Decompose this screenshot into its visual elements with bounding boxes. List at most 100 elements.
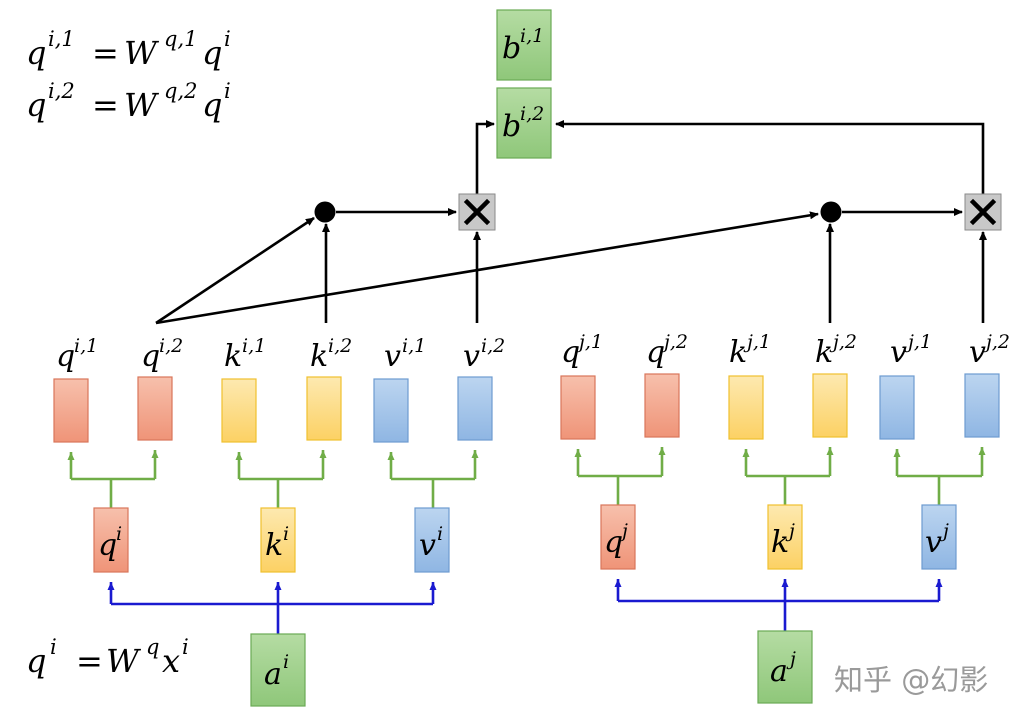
watermark: 知乎 @幻影	[834, 663, 988, 697]
label-vj-base: v	[925, 525, 942, 560]
dot-product-node-left	[314, 201, 336, 223]
label-ki2-sup: i,2	[328, 335, 352, 357]
label-ki2-base: k	[310, 339, 328, 374]
right-group: q j,1 q j,2 k j,1 k j,2 v j,1 v j,2	[560, 331, 1010, 704]
label-qi2-sup: i,2	[159, 335, 183, 357]
box-qi	[93, 507, 129, 573]
input-aj-base: a	[770, 654, 788, 689]
eq1-lhs: q	[26, 34, 46, 72]
label-qj2-base: q	[646, 335, 665, 370]
label-qi1-base: q	[56, 339, 75, 374]
equation-qi2: q i,2 = W q,2 q i	[26, 79, 231, 124]
left-head-labels: q i,1 q i,2 k i,1 k i,2 v i,1 v i,2	[56, 335, 505, 374]
box-ki	[260, 507, 296, 573]
eq1-equals: =	[92, 34, 119, 72]
left-blue-connectors	[107, 582, 437, 634]
label-qj2-sup: j,2	[660, 331, 688, 353]
eq3-w-sup: q	[146, 635, 159, 659]
label-qj-sup: j	[618, 520, 628, 542]
eq1-w-sup: q,1	[164, 27, 197, 51]
label-kj-sup: j	[785, 520, 795, 542]
box-qj2	[644, 373, 680, 438]
label-kj1-sup: j,1	[743, 331, 771, 353]
output-b-i2-base: b	[502, 109, 521, 144]
multiply-node-right	[964, 193, 1002, 231]
box-ki2	[306, 376, 342, 441]
label-vj-sup: j	[939, 520, 949, 542]
eq2-equals: =	[92, 86, 119, 124]
dot-product-node-right	[820, 201, 842, 223]
label-vj2-sup: j,2	[982, 331, 1010, 353]
label-ki-base: k	[265, 528, 283, 563]
label-vi2-base: v	[463, 339, 480, 374]
left-group: q i,1 q i,2 k i,1 k i,2 v i,1 v i,2	[53, 335, 505, 707]
label-vi1-sup: i,1	[402, 335, 426, 357]
box-vj	[921, 504, 957, 570]
box-ki1	[221, 378, 257, 443]
eq2-q-sup: i	[224, 79, 231, 103]
arrow-mult-left-to-bi2	[475, 120, 495, 194]
label-kj2-sup: j,2	[829, 331, 857, 353]
label-ki-sup: i	[283, 523, 289, 545]
box-kj2	[812, 373, 848, 438]
box-kj	[767, 504, 803, 570]
input-ai-sup: i	[283, 651, 289, 673]
box-vi2	[457, 376, 493, 441]
label-vi2-sup: i,2	[481, 335, 505, 357]
equation-qi: q i = W q x i	[26, 635, 189, 680]
eq2-w-sup: q,2	[164, 79, 197, 103]
label-kj-base: k	[771, 525, 789, 560]
input-ai-base: a	[264, 657, 282, 692]
box-qi1	[53, 378, 89, 443]
close-icon	[463, 198, 491, 226]
right-blue-connectors	[614, 579, 943, 631]
output-b-i2-sup: i,2	[520, 103, 544, 125]
arrow-mult-right-to-bi2	[555, 120, 985, 194]
input-aj-sup: j	[786, 648, 796, 670]
left-green-connectors	[67, 450, 479, 508]
label-vj1-sup: j,1	[904, 331, 932, 353]
output-b-i2: b i,2	[496, 87, 552, 159]
attention-connectors	[155, 120, 987, 325]
eq1-q-sup: i	[224, 27, 231, 51]
arrow-qi2-to-dot-right	[155, 211, 819, 325]
box-qj	[600, 504, 636, 570]
right-green-connectors	[574, 447, 986, 505]
label-vj2-base: v	[969, 335, 986, 370]
eq2-lhs: q	[26, 86, 46, 124]
box-vi1	[373, 378, 409, 443]
eq3-w: W	[106, 642, 142, 680]
eq1-w: W	[124, 34, 160, 72]
box-vi	[414, 507, 450, 573]
label-qi1-sup: i,1	[74, 335, 98, 357]
label-kj1-base: k	[729, 335, 747, 370]
box-kj1	[728, 375, 764, 440]
label-vi-sup: i	[437, 523, 443, 545]
equation-qi1: q i,1 = W q,1 q i	[26, 27, 231, 72]
label-qi-base: q	[98, 528, 117, 563]
label-qi-sup: i	[116, 523, 122, 545]
label-vj1-base: v	[890, 335, 907, 370]
eq2-lhs-sup: i,2	[48, 79, 75, 103]
eq1-q: q	[202, 34, 222, 72]
eq3-equals: =	[76, 642, 103, 680]
input-box-aj	[757, 630, 813, 704]
eq2-q: q	[202, 86, 222, 124]
arrow-qi2-to-dot-left	[155, 216, 315, 325]
label-qi2-base: q	[141, 339, 160, 374]
output-b-i1-sup: i,1	[520, 25, 544, 47]
box-vj2	[964, 373, 1000, 438]
label-ki1-base: k	[224, 339, 242, 374]
eq3-x-sup: i	[182, 635, 189, 659]
box-qj1	[560, 375, 596, 440]
close-icon	[969, 198, 997, 226]
eq3-lhs: q	[26, 642, 46, 680]
label-qj1-sup: j,1	[575, 331, 603, 353]
input-box-ai	[250, 633, 306, 707]
label-qj-base: q	[604, 525, 623, 560]
label-kj2-base: k	[815, 335, 833, 370]
output-b-i1: b i,1	[496, 9, 552, 81]
label-ki1-sup: i,1	[242, 335, 266, 357]
multiply-node-left	[458, 193, 496, 231]
